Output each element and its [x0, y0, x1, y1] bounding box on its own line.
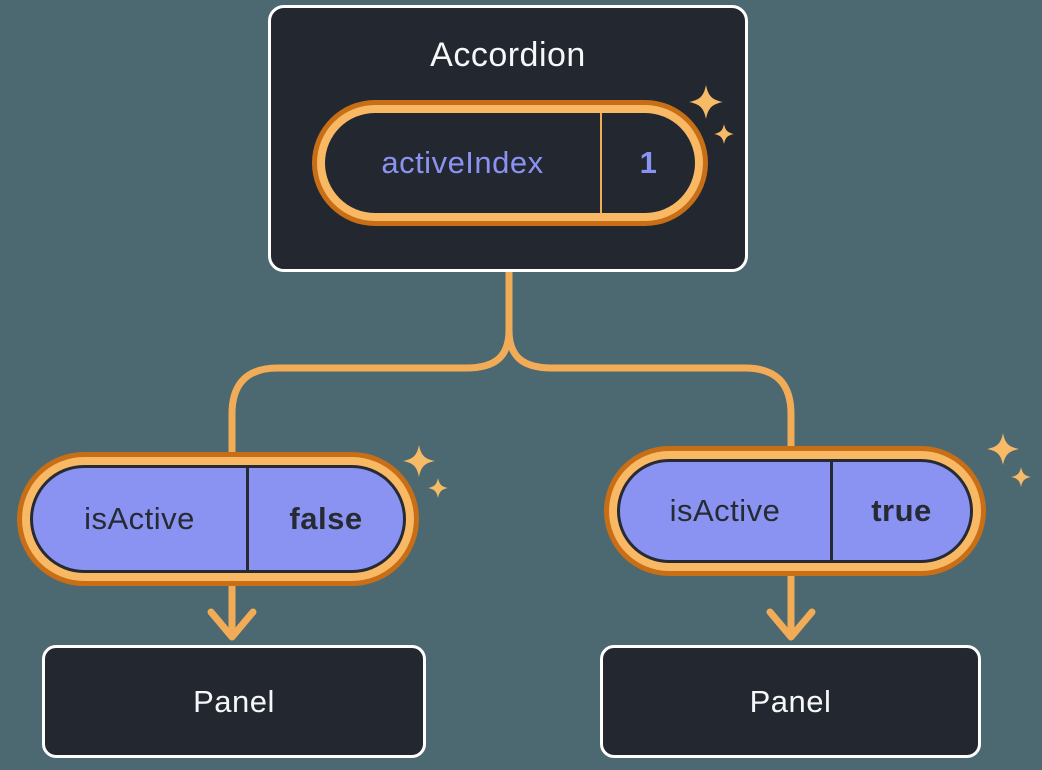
panel-title: Panel — [193, 683, 275, 719]
prop-value: true — [871, 493, 932, 528]
panel-node-right: Panel — [600, 645, 981, 758]
prop-name: isActive — [84, 501, 195, 536]
prop-pill-isactive-true: isActive true — [617, 459, 973, 563]
state-value: 1 — [639, 145, 658, 180]
state-pill-activeindex: activeIndex 1 — [325, 113, 695, 213]
arrow-down-left-icon — [207, 580, 257, 641]
prop-name: isActive — [669, 493, 781, 528]
prop-value: false — [289, 501, 363, 536]
connector-branch-right — [505, 326, 795, 459]
pill-divider — [246, 468, 249, 570]
pill-divider — [830, 462, 833, 560]
panel-node-left: Panel — [42, 645, 426, 758]
state-name: activeIndex — [381, 145, 544, 180]
panel-title: Panel — [749, 683, 832, 719]
connector-branch-left — [228, 326, 513, 464]
arrow-down-right-icon — [766, 572, 816, 641]
sparkle-icon — [987, 433, 1031, 487]
accordion-title: Accordion — [430, 36, 586, 74]
sparkle-icon — [403, 445, 448, 498]
pill-divider — [600, 113, 602, 213]
prop-pill-isactive-false: isActive false — [30, 465, 406, 573]
